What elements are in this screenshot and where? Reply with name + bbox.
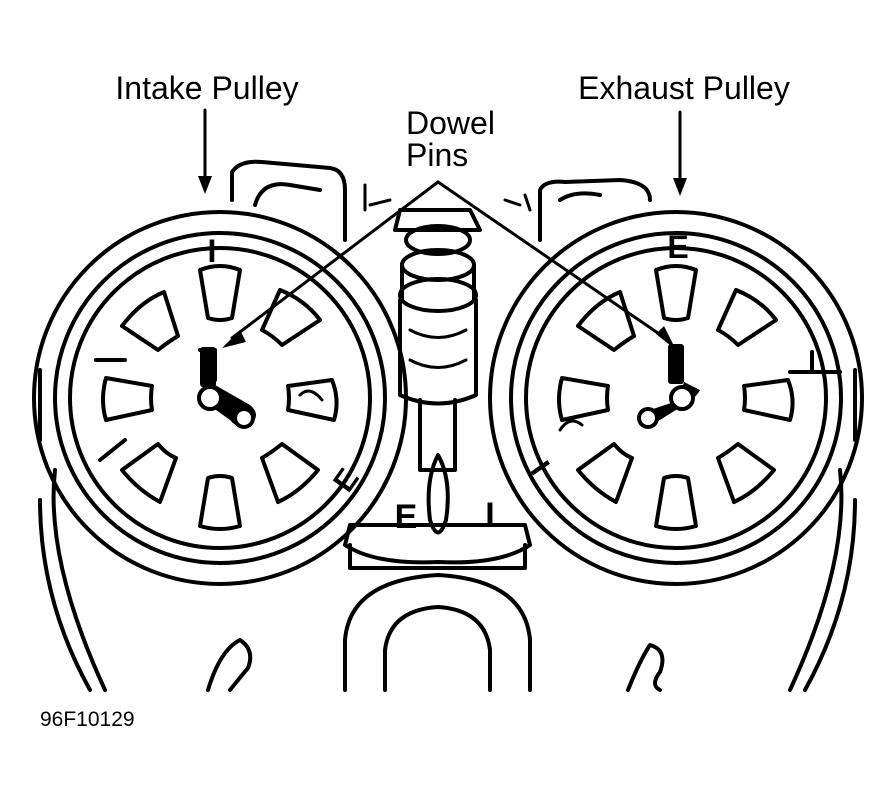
block-left-mark: E	[395, 498, 418, 536]
dowel-right-arrowhead	[656, 326, 676, 350]
exhaust-pulley	[488, 210, 864, 586]
callout-arrows	[198, 108, 687, 350]
dowel-pins-label-line1: Dowel	[406, 105, 495, 141]
dowel-left-arrowhead	[222, 330, 246, 348]
dowel-pins-label-line2: Pins	[406, 137, 468, 173]
intake-pulley	[32, 210, 408, 586]
cylinder-head-outline	[38, 159, 857, 692]
intake-side-mark: E	[327, 463, 366, 498]
exhaust-top-mark: E	[667, 229, 688, 265]
exhaust-pulley-label: Exhaust Pulley	[578, 70, 790, 106]
block-right-mark: I	[485, 496, 494, 534]
intake-pulley-label: Intake Pulley	[115, 70, 298, 106]
exhaust-arrowhead	[673, 178, 687, 196]
figure-id: 96F10129	[40, 708, 135, 731]
intake-arrowhead	[198, 176, 212, 194]
intake-top-mark: I	[208, 233, 217, 269]
